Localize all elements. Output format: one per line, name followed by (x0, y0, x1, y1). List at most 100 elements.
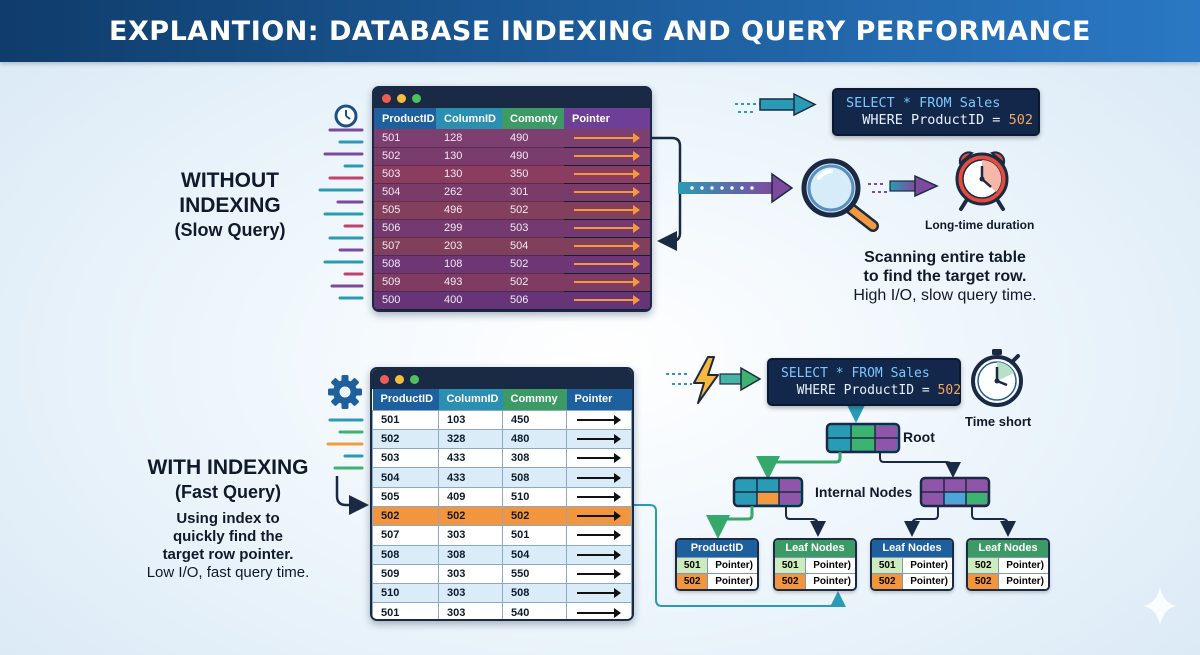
table-cell: 507 (374, 237, 436, 256)
duration-arrow (868, 174, 939, 198)
alarm-clock-icon (955, 151, 1009, 211)
window-titlebar (374, 88, 650, 108)
table-cell: 308 (502, 448, 567, 469)
pointer-arrow-icon (566, 505, 632, 527)
leaf-pointer: Pointer) (902, 574, 952, 589)
table-cell: 503 (502, 219, 564, 238)
table-cell: 350 (502, 165, 564, 184)
fast-col-header: ProductID (372, 389, 439, 410)
close-dot-icon (380, 374, 389, 384)
query-arrow-slow (735, 92, 817, 117)
table-cell: 502 (372, 505, 439, 527)
table-cell: 506 (502, 291, 564, 310)
internal-to-leaf-1 (706, 506, 754, 539)
gear-icon (328, 375, 362, 409)
leaf-key: 502 (968, 558, 999, 573)
slow-heading: WITHOUT INDEXING (179, 169, 281, 217)
table-cell: 505 (374, 201, 436, 220)
pointer-arrow-icon (566, 428, 632, 450)
leaf-pointer: Pointer) (902, 558, 952, 573)
pointer-arrow-icon (564, 237, 650, 256)
table-cell: 502 (374, 147, 436, 166)
table-cell: 303 (438, 583, 503, 604)
leaf-pointer: Pointer) (707, 558, 757, 573)
leaf-header: ProductID (677, 540, 757, 557)
lookup-arrow (335, 476, 369, 515)
table-cell: 500 (374, 291, 436, 310)
table-cell: 504 (502, 544, 567, 565)
table-cell: 510 (372, 583, 439, 604)
pointer-arrow-icon (564, 147, 650, 166)
speed-lines-fast (326, 418, 364, 470)
table-cell: 502 (502, 201, 564, 220)
table-cell: 490 (502, 147, 564, 166)
slow-col-header: Pointer (564, 108, 650, 129)
fast-col-header: Pointer (566, 389, 632, 410)
internal-node-left (732, 476, 804, 508)
internal-nodes-label: Internal Nodes (815, 484, 913, 500)
fast-desc-line3: target row pointer. (162, 546, 294, 563)
scan-arrow (678, 172, 794, 204)
table-cell: 303 (438, 602, 503, 619)
table-cell: 130 (436, 147, 502, 166)
table-cell: 550 (502, 563, 567, 585)
table-cell: 505 (372, 486, 439, 507)
pointer-arrow-icon (564, 255, 650, 274)
slow-col-header: Comonty (502, 108, 564, 129)
leaf-key: 501 (677, 558, 708, 573)
fast-desc-line4: Low I/O, fast query time. (146, 564, 310, 581)
stopwatch-icon (334, 104, 358, 128)
fast-desc-line2: quickly find the (172, 528, 283, 545)
pointer-arrow-icon (566, 409, 632, 430)
table-cell: 504 (374, 183, 436, 202)
table-cell: 450 (502, 409, 567, 430)
table-cell: 103 (438, 409, 503, 430)
stopwatch-icon (971, 349, 1023, 407)
leaf-key: 502 (968, 574, 999, 589)
table-cell: 299 (436, 219, 502, 238)
lightning-icon (693, 356, 719, 404)
table-cell: 502 (502, 273, 564, 292)
maximize-dot-icon (410, 374, 419, 384)
internal-to-leaf-4 (971, 506, 1016, 537)
table-cell: 508 (372, 544, 439, 565)
pointer-arrow-icon (564, 201, 650, 220)
root-label: Root (903, 429, 935, 445)
close-dot-icon (382, 93, 391, 103)
table-cell: 508 (502, 583, 567, 604)
table-cell: 130 (436, 165, 502, 184)
table-cell: 503 (374, 165, 436, 184)
leaf-pointer: Pointer) (998, 558, 1048, 573)
table-cell: 508 (374, 255, 436, 274)
pointer-arrow-icon (566, 525, 632, 546)
table-cell: 409 (438, 486, 503, 507)
table-cell: 301 (502, 183, 564, 202)
leaf-header: Leaf Nodes (775, 540, 855, 557)
slow-col-header: ProductID (374, 108, 436, 129)
query-line-1: SELECT * FROM Sales (846, 95, 1001, 111)
page-title: EXPLANTION: DATABASE INDEXING AND QUERY … (109, 15, 1091, 47)
root-node (825, 422, 901, 454)
pointer-arrow-icon (566, 602, 632, 619)
slow-section-title: WITHOUT INDEXING (Slow Query) (160, 168, 300, 242)
